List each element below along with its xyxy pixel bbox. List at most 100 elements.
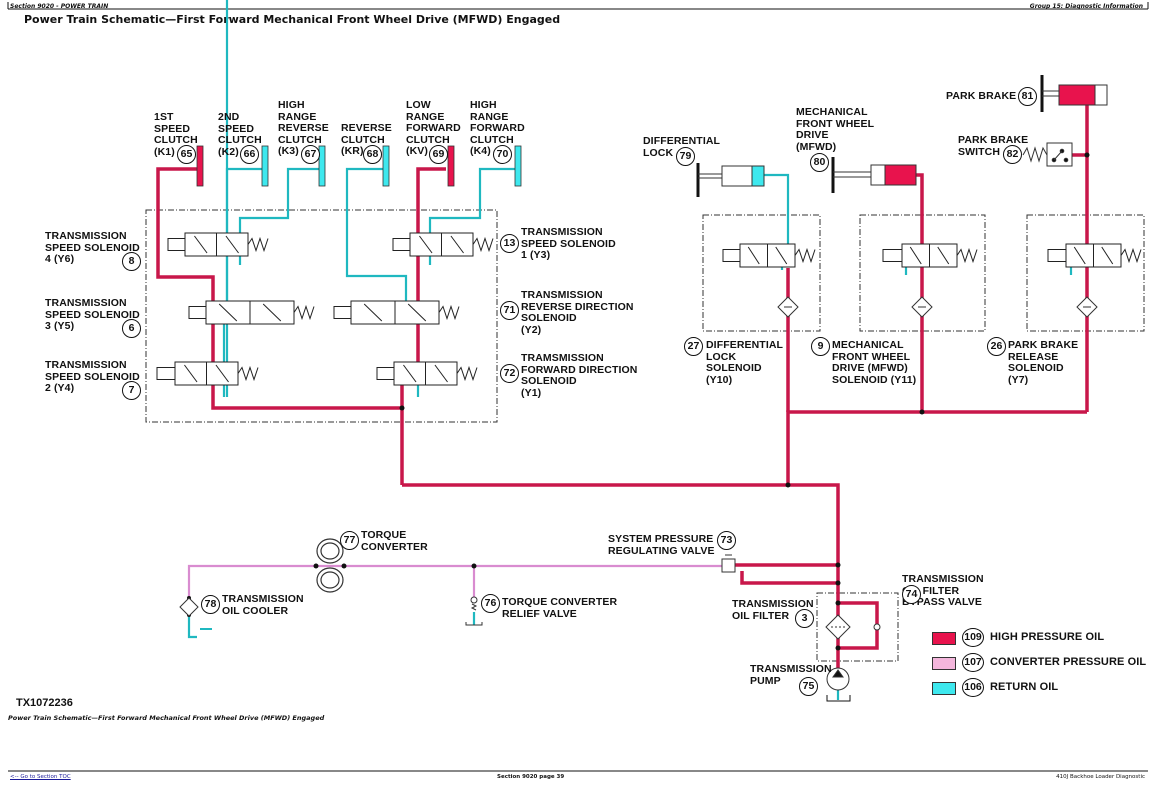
mfwd-valve-block: [859, 214, 986, 332]
clutch-bar-66: [261, 145, 269, 187]
callout-65: 65: [177, 145, 196, 164]
pressure-reg-valve: [721, 558, 736, 573]
valve-y5: [188, 300, 315, 325]
converter-pressure-lines: [187, 564, 722, 598]
legend-swatch-106: [932, 682, 956, 695]
actuator-label-82: PARK BRAKE SWITCH: [958, 134, 1029, 158]
callout-78: 78: [201, 595, 220, 614]
oil-filter-symbol: [825, 614, 851, 640]
hp-line-trunk: [402, 483, 840, 560]
callout-72: 72: [500, 364, 519, 383]
header-rules: [7, 2, 1149, 772]
torque-converter-symbol: [316, 538, 344, 593]
solenoid-label-8: TRANSMISSION SPEED SOLENOID 4 (Y6): [45, 230, 140, 265]
solenoid-valves: [156, 232, 1142, 386]
callout-9: 9: [811, 337, 830, 356]
callout-70: 70: [493, 145, 512, 164]
filter-block: [816, 592, 899, 662]
hp-line-aux-feed: [786, 410, 1087, 485]
torque-converter-label: TORQUE CONVERTER: [361, 529, 428, 553]
diff-lock-cylinder: [696, 163, 765, 197]
footer-page-number: Section 9020 page 39: [497, 774, 565, 780]
aux-solenoid-label-26: PARK BRAKE RELEASE SOLENOID (Y7): [1008, 339, 1079, 386]
clutch-label-68: REVERSE CLUTCH (KR): [341, 122, 392, 157]
actuator-label-79: DIFFERENTIAL LOCK: [643, 135, 721, 159]
aux-solenoid-label-9: MECHANICAL FRONT WHEEL DRIVE (MFWD) SOLE…: [832, 339, 917, 386]
callout-77: 77: [340, 531, 359, 550]
callout-73: 73: [717, 531, 736, 550]
legend-label-107: CONVERTER PRESSURE OIL: [990, 656, 1147, 668]
aux-solenoid-label-27: DIFFERENTIAL LOCK SOLENOID (Y10): [706, 339, 784, 386]
pressure-reg-label: SYSTEM PRESSURE REGULATING VALVE: [608, 533, 715, 557]
clutch-label-65: 1ST SPEED CLUTCH (K1): [154, 111, 198, 158]
page-title: Power Train Schematic—First Forward Mech…: [24, 13, 561, 26]
solenoid-label-72: TRAMSMISSION FORWARD DIRECTION SOLENOID …: [521, 352, 638, 399]
actuator-label-81: PARK BRAKE: [946, 90, 1017, 102]
callout-80: 80: [810, 153, 829, 172]
valve-y2: [333, 300, 460, 325]
solenoid-label-7: TRANSMISSION SPEED SOLENOID 2 (Y4): [45, 359, 140, 394]
callout-7: 7: [122, 381, 141, 400]
main-valve-block: [145, 209, 498, 423]
pump-label: TRANSMISSION PUMP: [750, 663, 832, 687]
legend-callout-107: 107: [962, 653, 984, 672]
legend-swatch-107: [932, 657, 956, 670]
valve-y1: [376, 361, 478, 386]
footer-doc-title: 410J Backhoe Loader Diagnostic: [1056, 774, 1145, 780]
figure-id: TX1072236: [16, 697, 73, 709]
hp-line-mfwd-cyl: [914, 173, 924, 245]
park-brake-cylinder: [1040, 75, 1108, 112]
header-group-label: Group 15: Diagnostic Information: [1029, 3, 1143, 10]
clutch-label-70: HIGH RANGE FORWARD CLUTCH (K4): [470, 99, 525, 157]
callout-67: 67: [301, 145, 320, 164]
park-brake-switch: [1022, 142, 1073, 167]
oil-filter-label: TRANSMISSION OIL FILTER: [732, 598, 814, 622]
hp-line-k1: [156, 167, 402, 410]
valve-y10: [722, 243, 816, 268]
callout-3: 3: [795, 609, 814, 628]
clutch-bar-65: [196, 145, 204, 187]
valve-y4: [156, 361, 259, 386]
diff-lock-valve-block: [702, 214, 821, 332]
legend-label-109: HIGH PRESSURE OIL: [990, 631, 1105, 643]
callout-79: 79: [676, 147, 695, 166]
ret-line-cooler: [187, 615, 197, 639]
legend-callout-106: 106: [962, 678, 984, 697]
callout-76: 76: [481, 594, 500, 613]
clutch-bar-68: [382, 145, 390, 187]
callout-81: 81: [1018, 87, 1037, 106]
tc-relief-label: TORQUE CONVERTER RELIEF VALVE: [502, 596, 618, 620]
solenoid-label-6: TRANSMISSION SPEED SOLENOID 3 (Y5): [45, 297, 140, 332]
solenoid-label-13: TRANSMISSION SPEED SOLENOID 1 (Y3): [521, 226, 616, 261]
ret-line-k3: [238, 167, 322, 265]
callout-8: 8: [122, 252, 141, 271]
legend-callout-109: 109: [962, 628, 984, 647]
pump-symbol: [826, 667, 850, 691]
footer-toc-link[interactable]: <-- Go to Section TOC: [10, 774, 71, 780]
callout-27: 27: [684, 337, 703, 356]
bypass-ball: [873, 623, 881, 631]
oil-cooler-label: TRANSMISSION OIL COOLER: [222, 593, 304, 617]
hp-line-reg-bypass: [740, 571, 838, 585]
callout-69: 69: [429, 145, 448, 164]
callout-71: 71: [500, 301, 519, 320]
valve-y3: [392, 232, 494, 257]
clutch-bar-70: [514, 145, 522, 187]
clutch-bar-67: [318, 145, 326, 187]
hp-line-kv: [400, 167, 446, 485]
clutch-label-66: 2ND SPEED CLUTCH (K2): [218, 111, 262, 158]
callout-26: 26: [987, 337, 1006, 356]
callout-68: 68: [363, 145, 382, 164]
solenoid-label-71: TRANSMISSION REVERSE DIRECTION SOLENOID …: [521, 289, 634, 336]
figure-caption: Power Train Schematic—First Forward Mech…: [8, 714, 325, 722]
callout-82: 82: [1003, 145, 1022, 164]
clutch-label-67: HIGH RANGE REVERSE CLUTCH (K3): [278, 99, 329, 157]
strainers: [179, 296, 1098, 640]
tc-relief-ball: [470, 596, 478, 604]
callout-74: 74: [902, 585, 921, 604]
legend-swatch-109: [932, 632, 956, 645]
callout-66: 66: [240, 145, 259, 164]
legend-label-106: RETURN OIL: [990, 681, 1059, 693]
clutch-bar-69: [447, 145, 455, 187]
